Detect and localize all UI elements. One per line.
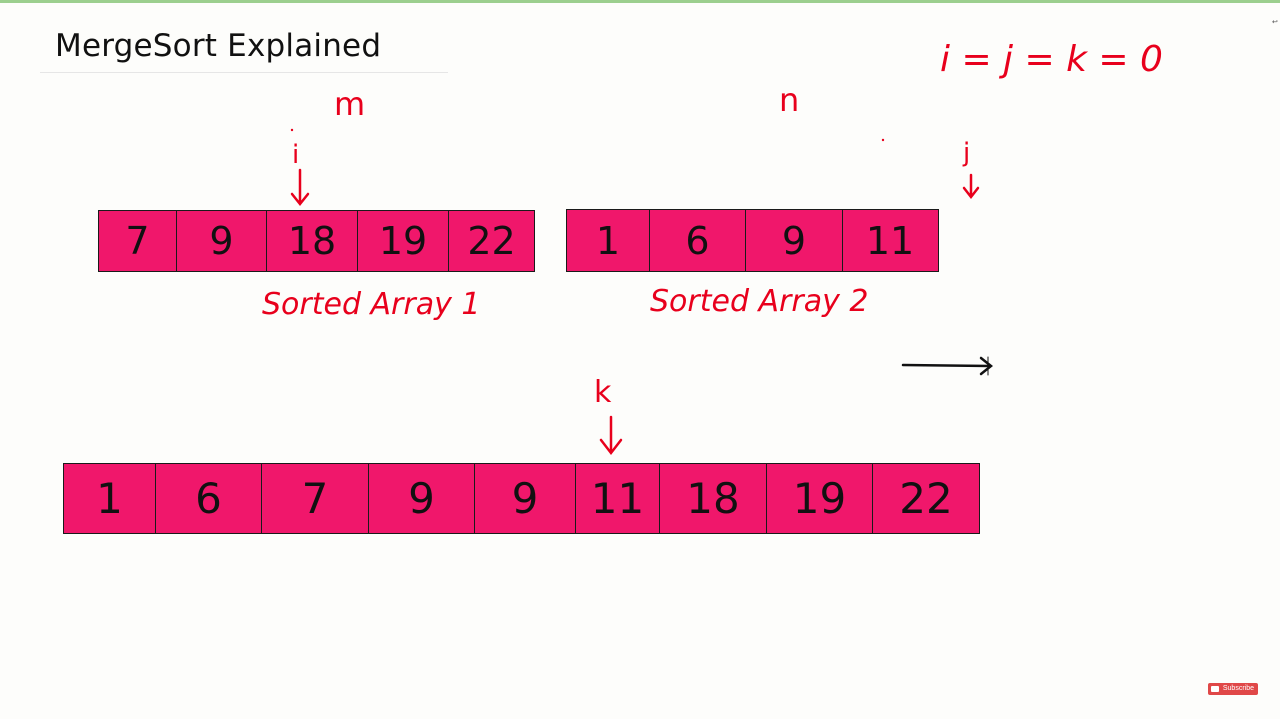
merged-cell: 9 bbox=[474, 463, 576, 534]
i-pointer-label: i bbox=[292, 140, 300, 170]
array1-cell: 22 bbox=[448, 210, 535, 272]
k-arrow-icon bbox=[599, 415, 623, 456]
title-divider bbox=[40, 72, 448, 73]
array1-cell: 19 bbox=[356, 210, 450, 272]
m-label: m bbox=[334, 85, 366, 123]
array2-cell: 11 bbox=[841, 209, 939, 272]
array2-cell: 6 bbox=[648, 209, 747, 272]
mouse-cursor-icon bbox=[901, 356, 994, 376]
i-arrow-icon bbox=[290, 168, 310, 207]
array2-cell: 1 bbox=[566, 209, 650, 272]
n-label: n bbox=[779, 81, 800, 119]
sorted-array-1-label: Sorted Array 1 bbox=[262, 287, 481, 322]
sorted-array-1: 7 9 18 19 22 bbox=[98, 210, 535, 272]
array1-cell: 7 bbox=[98, 210, 177, 272]
merged-cell: 18 bbox=[659, 463, 767, 534]
stray-dot-icon bbox=[881, 138, 885, 142]
merged-cell: 11 bbox=[574, 463, 661, 534]
stray-dot-icon bbox=[290, 128, 294, 132]
merged-cell: 6 bbox=[154, 463, 263, 534]
merged-cell: 19 bbox=[765, 463, 874, 534]
page-title: MergeSort Explained bbox=[55, 28, 382, 64]
corner-icon: ↩ bbox=[1272, 19, 1278, 26]
sorted-array-2-label: Sorted Array 2 bbox=[650, 284, 869, 319]
merged-array: 1 6 7 9 9 11 18 19 22 bbox=[63, 463, 980, 534]
merged-cell: 7 bbox=[261, 463, 369, 534]
merged-cell: 1 bbox=[63, 463, 156, 534]
subscribe-button[interactable]: Subscribe bbox=[1208, 683, 1258, 695]
init-annotation: i = j = k = 0 bbox=[940, 39, 1163, 80]
subscribe-label: Subscribe bbox=[1222, 685, 1254, 692]
sorted-array-2: 1 6 9 11 bbox=[566, 209, 939, 272]
merged-cell: 9 bbox=[367, 463, 476, 534]
merged-cell: 22 bbox=[872, 463, 980, 534]
youtube-play-icon bbox=[1211, 686, 1219, 692]
k-pointer-label: k bbox=[594, 375, 612, 410]
j-pointer-label: j bbox=[963, 138, 971, 168]
top-accent-bar bbox=[0, 0, 1280, 3]
j-arrow-icon bbox=[962, 173, 980, 200]
